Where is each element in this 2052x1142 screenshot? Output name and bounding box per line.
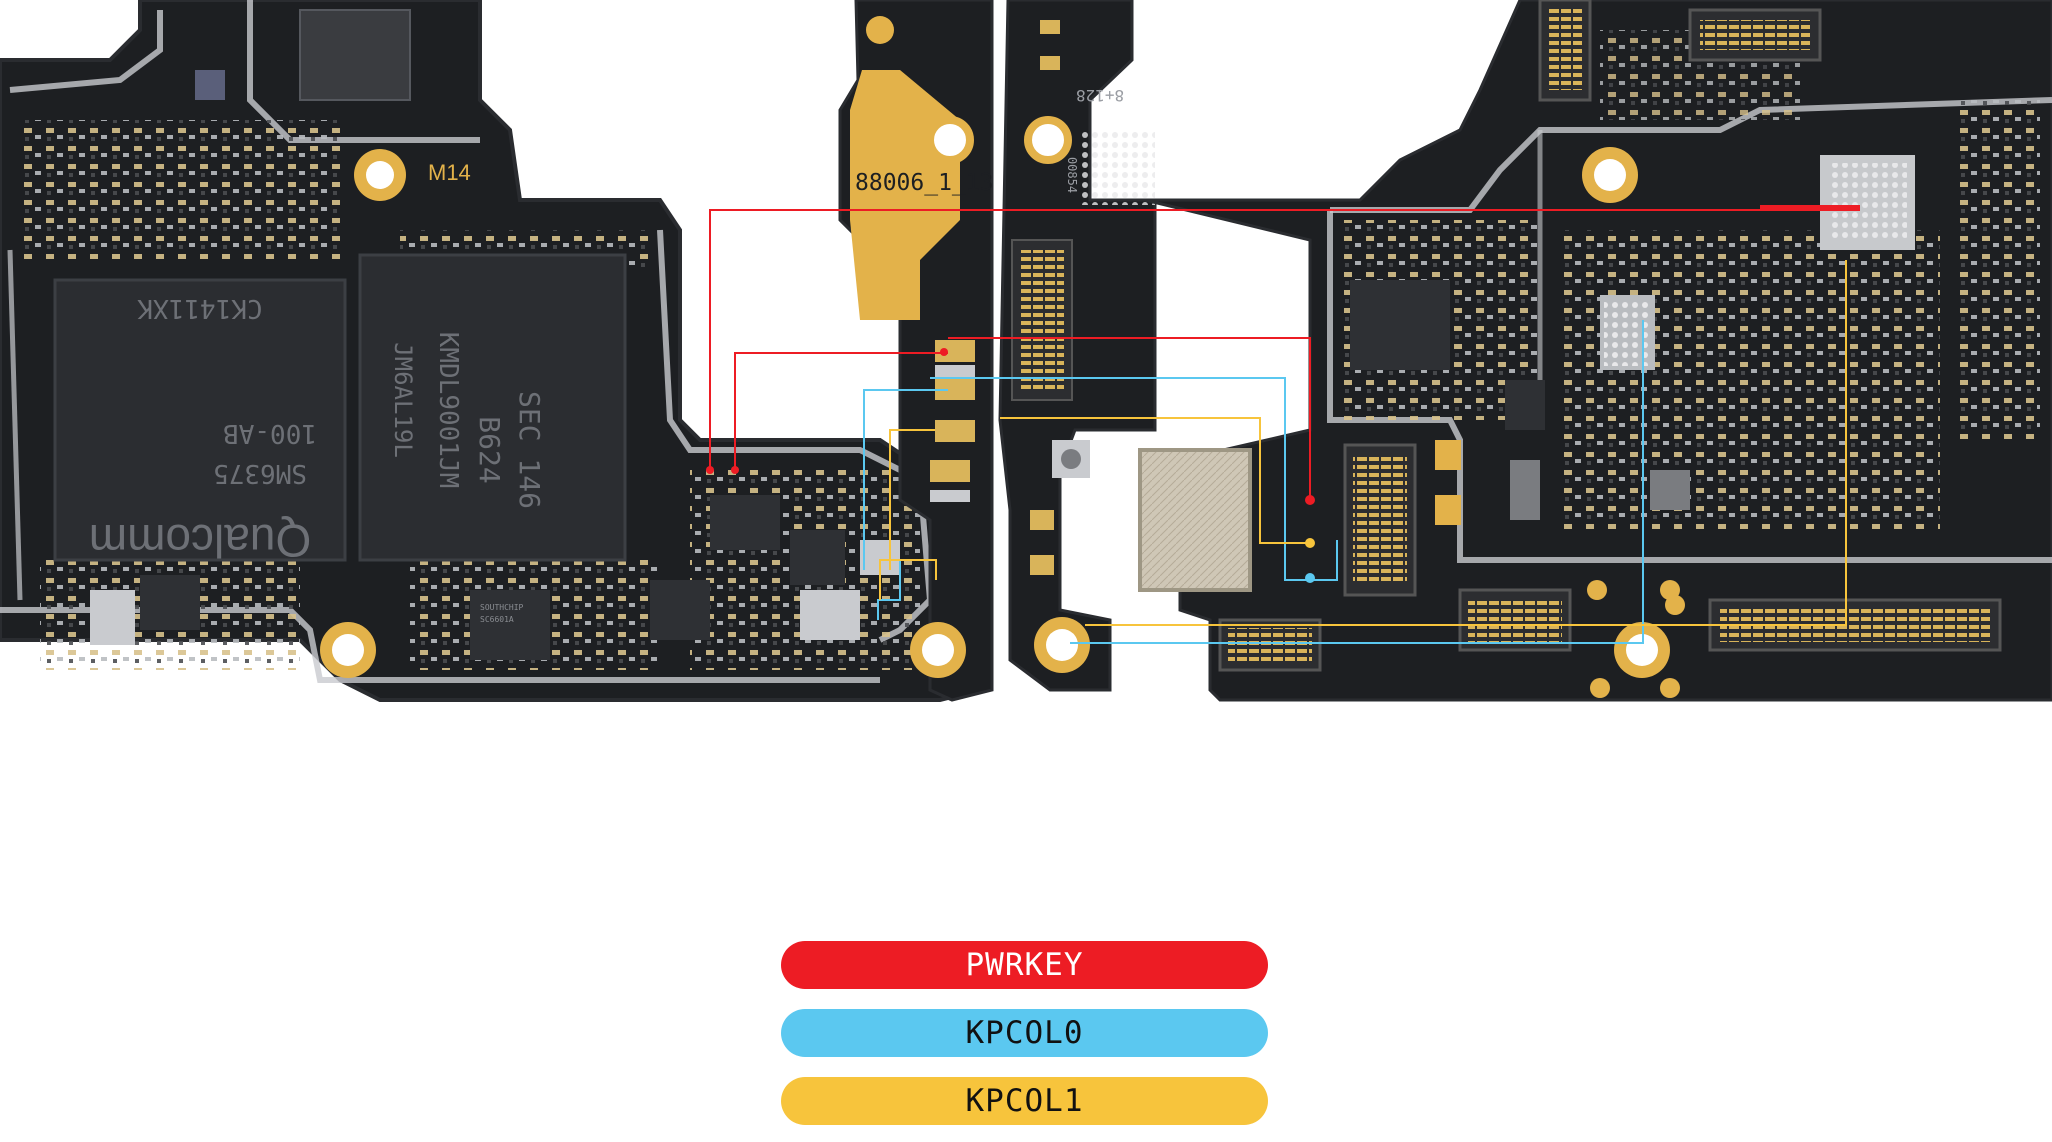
qr-code-text: 00854	[1065, 157, 1079, 193]
trace-kpcol1	[879, 260, 1847, 626]
flex-right: 8+128 00854	[998, 0, 1157, 692]
memory-line-1: B624	[473, 416, 506, 483]
soc-chip	[53, 278, 347, 562]
legend-pwrkey: PWRKEY	[781, 941, 1268, 989]
memory-line-2: KMDL9001JM	[433, 332, 463, 489]
left-board: Qualcomm SM6375 CK1411XK 100-AB SEC 146 …	[0, 0, 982, 702]
board-marking: M14	[428, 160, 471, 185]
soc-line-0: CK1411XK	[137, 293, 263, 323]
legend-kpcol0-label: KPCOL0	[965, 1015, 1084, 1051]
legend-kpcol1: KPCOL1	[781, 1077, 1268, 1125]
memory-line-0: SEC 146	[513, 391, 546, 509]
flex-label: 88006_1_13	[855, 170, 993, 196]
legend-kpcol0: KPCOL0	[781, 1009, 1268, 1057]
pmic-line-0: SOUTHCHIP	[480, 603, 524, 612]
shield-can	[1138, 448, 1252, 592]
legend-kpcol1-label: KPCOL1	[965, 1083, 1084, 1119]
chip-brand-text: Qualcomm	[89, 515, 311, 567]
right-board	[1138, 0, 2052, 702]
memory-code: JM6AL19L	[389, 342, 417, 458]
ram-mark: 8+128	[1076, 86, 1124, 105]
memory-chip	[358, 253, 627, 562]
trace-kpcol0	[863, 320, 1644, 644]
soc-line-1: 100-AB	[223, 418, 317, 448]
legend-pwrkey-label: PWRKEY	[965, 947, 1084, 983]
trace-pwrkey	[709, 205, 1860, 500]
soc-part-text: SM6375	[213, 458, 307, 488]
flex-left: 88006_1_13	[838, 0, 994, 702]
pmic-line-1: SC6601A	[480, 615, 514, 624]
